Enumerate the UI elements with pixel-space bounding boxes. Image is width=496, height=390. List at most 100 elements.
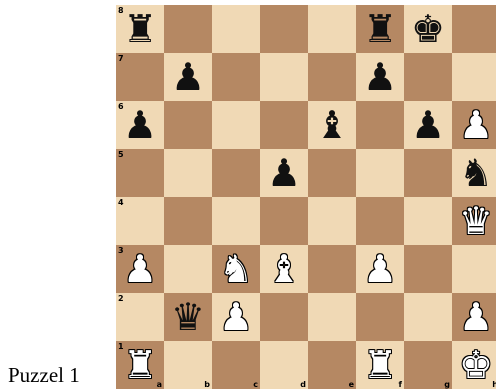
black-knight-icon[interactable]: ♞ [452,149,496,197]
square-e8[interactable] [308,5,356,53]
square-d2[interactable] [260,293,308,341]
square-a5[interactable]: 5 [116,149,164,197]
rank-label: 6 [118,102,124,111]
square-g5[interactable] [404,149,452,197]
square-c6[interactable] [212,101,260,149]
white-king-icon[interactable]: ♚ [452,341,496,389]
rank-label: 3 [118,246,124,255]
file-label: d [300,380,306,389]
square-e2[interactable] [308,293,356,341]
square-b3[interactable] [164,245,212,293]
square-a3[interactable]: 3♟ [116,245,164,293]
square-d4[interactable] [260,197,308,245]
file-label: c [253,380,258,389]
square-h2[interactable]: ♟ [452,293,496,341]
square-a2[interactable]: 2 [116,293,164,341]
square-h5[interactable]: ♞ [452,149,496,197]
square-b7[interactable]: ♟ [164,53,212,101]
square-b4[interactable] [164,197,212,245]
rank-label: 1 [118,342,124,351]
black-pawn-icon[interactable]: ♟ [404,101,452,149]
square-b1[interactable]: b [164,341,212,389]
square-a4[interactable]: 4 [116,197,164,245]
square-f3[interactable]: ♟ [356,245,404,293]
white-queen-icon[interactable]: ♛ [452,197,496,245]
square-b2[interactable]: ♛ [164,293,212,341]
square-g8[interactable]: ♚ [404,5,452,53]
square-a6[interactable]: 6♟ [116,101,164,149]
file-label: g [444,380,450,389]
black-bishop-icon[interactable]: ♝ [308,101,356,149]
white-pawn-icon[interactable]: ♟ [356,245,404,293]
square-f8[interactable]: ♜ [356,5,404,53]
square-c2[interactable]: ♟ [212,293,260,341]
square-g4[interactable] [404,197,452,245]
square-h1[interactable]: h♚ [452,341,496,389]
white-pawn-icon[interactable]: ♟ [452,101,496,149]
square-f6[interactable] [356,101,404,149]
black-pawn-icon[interactable]: ♟ [356,53,404,101]
rank-label: 5 [118,150,124,159]
rank-label: 4 [118,198,124,207]
square-f5[interactable] [356,149,404,197]
square-d6[interactable] [260,101,308,149]
rank-label: 7 [118,54,124,63]
square-e3[interactable] [308,245,356,293]
square-b6[interactable] [164,101,212,149]
square-g7[interactable] [404,53,452,101]
square-c3[interactable]: ♞ [212,245,260,293]
square-c7[interactable] [212,53,260,101]
white-knight-icon[interactable]: ♞ [212,245,260,293]
square-c5[interactable] [212,149,260,197]
rank-label: 2 [118,294,124,303]
square-h8[interactable] [452,5,496,53]
black-pawn-icon[interactable]: ♟ [164,53,212,101]
white-pawn-icon[interactable]: ♟ [212,293,260,341]
file-label: e [349,380,354,389]
square-g2[interactable] [404,293,452,341]
square-d7[interactable] [260,53,308,101]
file-label: h [492,380,496,389]
square-g1[interactable]: g [404,341,452,389]
square-a8[interactable]: 8♜ [116,5,164,53]
square-g3[interactable] [404,245,452,293]
square-d5[interactable]: ♟ [260,149,308,197]
square-h7[interactable] [452,53,496,101]
square-b8[interactable] [164,5,212,53]
square-h6[interactable]: ♟ [452,101,496,149]
square-e1[interactable]: e [308,341,356,389]
square-e7[interactable] [308,53,356,101]
file-label: f [399,380,402,389]
square-a7[interactable]: 7 [116,53,164,101]
black-queen-icon[interactable]: ♛ [164,293,212,341]
square-d8[interactable] [260,5,308,53]
white-rook-icon[interactable]: ♜ [356,341,404,389]
square-f4[interactable] [356,197,404,245]
white-bishop-icon[interactable]: ♝ [260,245,308,293]
square-h4[interactable]: ♛ [452,197,496,245]
square-d1[interactable]: d [260,341,308,389]
rank-label: 8 [118,6,124,15]
file-label: b [204,380,210,389]
square-g6[interactable]: ♟ [404,101,452,149]
white-pawn-icon[interactable]: ♟ [452,293,496,341]
square-f2[interactable] [356,293,404,341]
square-e5[interactable] [308,149,356,197]
file-label: a [157,380,162,389]
square-d3[interactable]: ♝ [260,245,308,293]
black-pawn-icon[interactable]: ♟ [260,149,308,197]
square-e6[interactable]: ♝ [308,101,356,149]
square-f1[interactable]: f♜ [356,341,404,389]
puzzle-caption: Puzzel 1 [8,363,80,387]
black-king-icon[interactable]: ♚ [404,5,452,53]
black-rook-icon[interactable]: ♜ [356,5,404,53]
square-f7[interactable]: ♟ [356,53,404,101]
square-e4[interactable] [308,197,356,245]
square-c4[interactable] [212,197,260,245]
square-h3[interactable] [452,245,496,293]
square-c1[interactable]: c [212,341,260,389]
square-b5[interactable] [164,149,212,197]
square-c8[interactable] [212,5,260,53]
